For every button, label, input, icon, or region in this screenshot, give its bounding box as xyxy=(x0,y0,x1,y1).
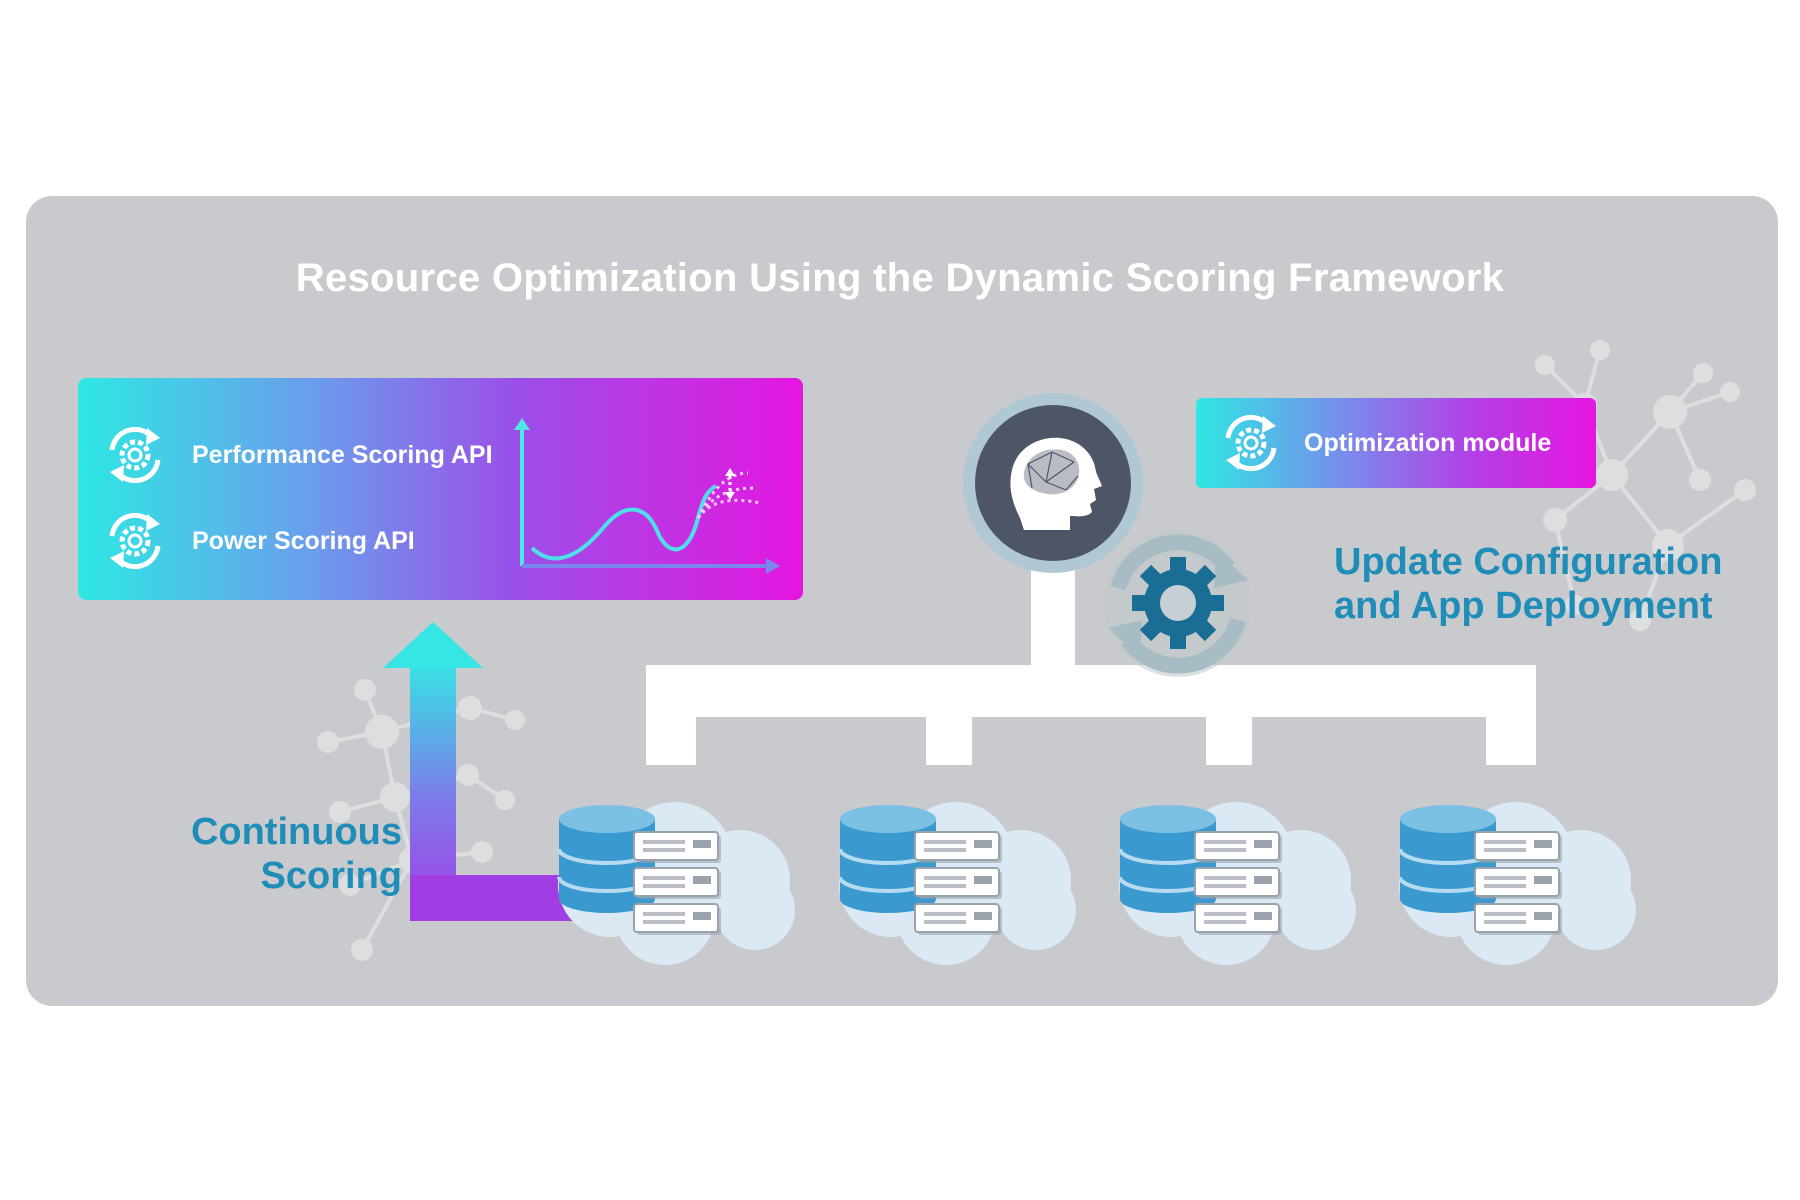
performance-scoring-api-item: Performance Scoring API xyxy=(100,420,493,490)
diagram-title: Resource Optimization Using the Dynamic … xyxy=(295,256,1505,300)
score-curve-chart-icon xyxy=(514,418,780,574)
continuous-text-line2: Scoring xyxy=(260,855,402,898)
continuous-scoring-text: Continuous Scoring xyxy=(190,810,402,898)
cloud-database-server-icon xyxy=(1398,802,1636,965)
scoring-api-box: Performance Scoring API Power Scoring AP… xyxy=(78,378,803,600)
update-text-line2: and App Deployment xyxy=(1334,585,1713,628)
ai-head-icon xyxy=(963,393,1143,573)
cloud-database-server-icon xyxy=(838,802,1076,965)
continuous-text-line1: Continuous xyxy=(190,811,402,853)
optimization-module-box: Optimization module xyxy=(1196,398,1596,488)
refresh-gear-icon xyxy=(1225,414,1277,472)
cloud-database-server-icon xyxy=(557,802,795,965)
optimization-module-label: Optimization module xyxy=(1304,428,1552,457)
refresh-gear-icon xyxy=(109,426,161,484)
cloud-database-server-icon xyxy=(1118,802,1356,965)
performance-scoring-api-label: Performance Scoring API xyxy=(192,440,493,469)
deployment-connector xyxy=(646,540,1536,765)
continuous-scoring-arrow xyxy=(383,622,575,921)
gear-cycle-icon xyxy=(1104,529,1252,677)
update-configuration-text: Update Configuration and App Deployment xyxy=(1334,540,1722,628)
refresh-gear-icon xyxy=(109,512,161,570)
power-scoring-api-item: Power Scoring API xyxy=(100,506,415,576)
update-text-line1: Update Configuration xyxy=(1334,541,1723,583)
power-scoring-api-label: Power Scoring API xyxy=(192,526,415,555)
